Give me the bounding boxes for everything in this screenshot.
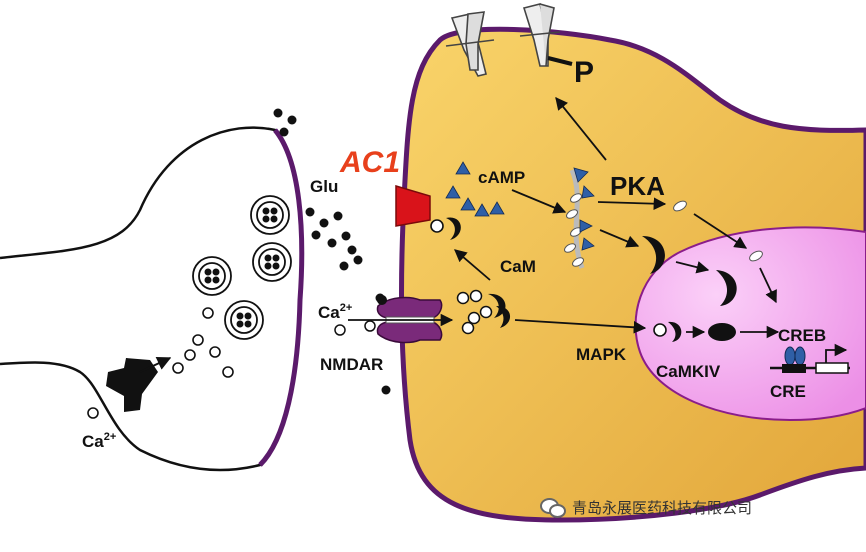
pka-catalytic-subunit xyxy=(673,200,687,212)
cam-crescent-nucleus xyxy=(716,270,737,306)
presynaptic-calcium-channel xyxy=(106,356,172,412)
camp-label: cAMP xyxy=(478,168,525,187)
membrane-receptors-top xyxy=(445,3,573,77)
cam-complex-ac1 xyxy=(430,217,461,240)
ac1-enzyme xyxy=(395,184,431,227)
camkiv-kinase xyxy=(708,323,736,341)
vesicle xyxy=(252,242,292,282)
glu-label: Glu xyxy=(310,177,338,196)
receptor xyxy=(445,11,495,77)
mapk-complex xyxy=(653,321,682,342)
watermark-text: 青岛永展医药科技有限公司 xyxy=(572,498,753,517)
mapk-label: MAPK xyxy=(576,345,627,364)
nucleus xyxy=(634,226,866,422)
vesicle xyxy=(250,195,290,235)
nmdar-label: NMDAR xyxy=(320,355,383,374)
vesicle xyxy=(224,300,264,340)
ac1-label: AC1 xyxy=(339,146,400,179)
presynaptic-ca-label: Ca2+ xyxy=(82,431,116,451)
pka-nuclear-subunit xyxy=(749,250,763,262)
camkiv-label: CaMKIV xyxy=(656,362,721,381)
presynaptic-outline xyxy=(0,126,303,472)
wechat-icon xyxy=(540,496,566,518)
creb-dna xyxy=(770,343,850,374)
nmdar-receptor xyxy=(334,295,454,344)
pka-complex xyxy=(564,167,595,269)
vesicle xyxy=(192,256,232,296)
receptor xyxy=(519,3,561,67)
presynaptic-active-membrane xyxy=(258,128,305,467)
presynaptic-terminal xyxy=(0,126,305,472)
postsynaptic-ca-label: Ca2+ xyxy=(318,302,352,322)
vesicles xyxy=(192,195,292,340)
presynaptic-calcium-ions xyxy=(87,307,234,419)
phosphate-label: P xyxy=(574,56,594,89)
cam-crescent xyxy=(642,236,665,274)
cre-label: CRE xyxy=(770,382,806,401)
creb-label: CREB xyxy=(778,326,826,345)
cam-label: CaM xyxy=(500,257,536,276)
cam-complex-nmdar xyxy=(456,289,511,335)
pka-label: PKA xyxy=(610,171,665,201)
camp-molecules xyxy=(445,161,505,217)
watermark: 青岛永展医药科技有限公司 xyxy=(540,496,752,518)
